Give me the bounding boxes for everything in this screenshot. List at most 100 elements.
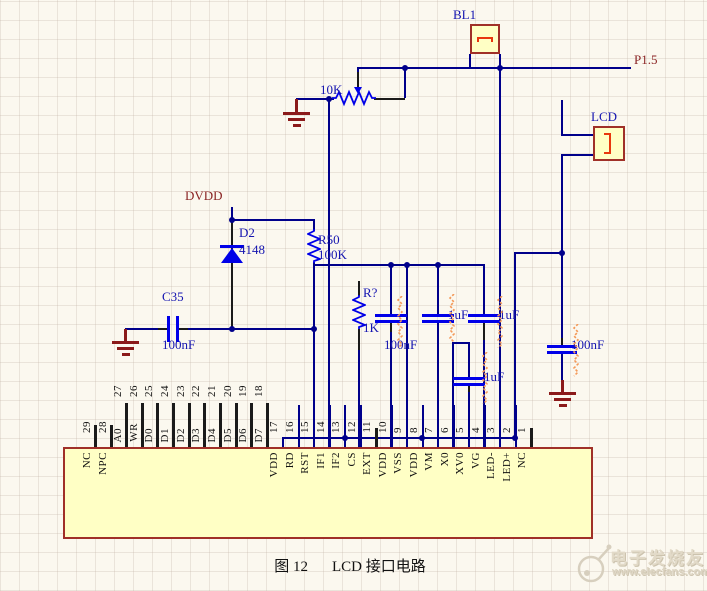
- potentiometer-10k[interactable]: [332, 88, 376, 108]
- wire-bias-bus: [314, 264, 485, 266]
- pin-stub-22[interactable]: [203, 403, 206, 447]
- rq-value-label: 1K: [363, 320, 379, 335]
- pin-name-VDD: VDD: [268, 452, 280, 478]
- watermark-site-url[interactable]: www.elecfans.com: [612, 566, 707, 578]
- cap-vm-1uf[interactable]: [422, 314, 454, 317]
- cap-rst-100nf[interactable]: [375, 314, 407, 317]
- pin-stub-28[interactable]: [110, 425, 113, 447]
- resistor-r50[interactable]: [307, 229, 321, 263]
- wire-ledplus-riser: [514, 252, 516, 438]
- pin-number-10: 10: [377, 421, 389, 433]
- lcd-symbol-bar: [609, 133, 611, 154]
- pin-stub-3[interactable]: [499, 405, 501, 447]
- wire-vg-riser-a: [483, 264, 485, 315]
- r50-value-label: 100K: [318, 247, 347, 262]
- junction-dot: [402, 65, 408, 71]
- wire-x0-riser: [452, 342, 454, 447]
- pin-name-CS: CS: [346, 452, 358, 467]
- pin-stub-1[interactable]: [530, 428, 533, 447]
- lcd-label: LCD: [591, 109, 617, 124]
- elecfans-logo-icon: [577, 544, 612, 583]
- wire-vdd-bus: [283, 437, 516, 439]
- wire-if1-riser: [328, 98, 330, 447]
- r50-ref-label: R50: [318, 232, 340, 247]
- pin-stub-14[interactable]: [329, 405, 331, 447]
- junction-dot: [497, 65, 503, 71]
- pin-number-27: 27: [112, 385, 124, 397]
- pin-number-2: 2: [501, 427, 513, 433]
- cap-xv0-1uf[interactable]: [453, 377, 485, 380]
- pin-stub-12[interactable]: [360, 405, 362, 447]
- bl1-symbol-tick-left: [477, 39, 479, 42]
- pin-name-D1: D1: [159, 427, 171, 442]
- wire-lcd-pin-bottom: [562, 154, 593, 156]
- pin-stub-7[interactable]: [437, 405, 439, 447]
- pin-stub-25[interactable]: [156, 403, 159, 447]
- pin-stub-29[interactable]: [94, 425, 97, 447]
- pin-number-3: 3: [485, 427, 497, 433]
- ground-pot-bar1: [283, 112, 310, 115]
- pin-number-16: 16: [284, 421, 296, 433]
- lcd-controller-ic-box[interactable]: [63, 447, 593, 539]
- pin-number-9: 9: [392, 427, 404, 433]
- wire-vdd10-riser-b: [390, 321, 392, 447]
- pin-stub-17[interactable]: [282, 437, 284, 447]
- pin-stub-4[interactable]: [484, 405, 486, 447]
- pin-stub-16[interactable]: [298, 405, 300, 447]
- watermark[interactable]: 电子发烧友 www.elecfans.com: [576, 538, 707, 591]
- pin-stub-8[interactable]: [422, 405, 424, 447]
- wire-vm-riser-b: [437, 321, 439, 447]
- pin-stub-24[interactable]: [172, 403, 175, 447]
- wire-dvdd-link: [232, 219, 315, 221]
- bl1-component[interactable]: [470, 24, 500, 54]
- pin-stub-15[interactable]: [313, 405, 315, 447]
- squiggle-marker: [448, 294, 456, 343]
- pin-number-6: 6: [439, 427, 451, 433]
- cap-led-100nf[interactable]: [547, 345, 577, 348]
- c35-capacitor[interactable]: [167, 316, 170, 342]
- pin-stub-26[interactable]: [141, 403, 144, 447]
- cap-vg-1uf[interactable]: [468, 314, 500, 317]
- pin-name-XV0: XV0: [454, 452, 466, 475]
- pin-stub-19[interactable]: [250, 403, 253, 447]
- d2-ref-label: D2: [239, 225, 255, 240]
- lead-wiper-stem: [357, 72, 359, 89]
- lead-pot-right: [374, 98, 405, 100]
- squiggle-marker: [481, 352, 489, 404]
- c35-ref-label: C35: [162, 289, 184, 304]
- wire-lcd-down-b: [561, 352, 563, 382]
- pin-number-4: 4: [470, 427, 482, 433]
- lcd-symbol-tick-top: [604, 133, 609, 135]
- pin-stub-5[interactable]: [468, 405, 470, 447]
- junction-dot: [326, 96, 332, 102]
- junction-dot: [388, 262, 394, 268]
- diode-d2[interactable]: [220, 244, 244, 266]
- resistor-rq[interactable]: [352, 295, 366, 329]
- ground-pot-bar3: [293, 124, 301, 127]
- pin-name-LED+: LED+: [501, 452, 513, 482]
- cap-vg-value: 1uF: [499, 307, 520, 322]
- pin-stub-2[interactable]: [515, 405, 517, 447]
- pin-stub-27[interactable]: [125, 403, 128, 447]
- pin-stub-23[interactable]: [188, 403, 191, 447]
- lead-c5-top: [561, 338, 563, 346]
- ground-pot-stem: [295, 99, 298, 112]
- pin-number-13: 13: [330, 421, 342, 433]
- pin-stub-6[interactable]: [453, 405, 455, 447]
- junction-dot: [435, 262, 441, 268]
- pin-stub-10[interactable]: [391, 405, 393, 447]
- pin-stub-9[interactable]: [406, 405, 408, 447]
- pin-stub-11[interactable]: [375, 428, 378, 447]
- ground-led-bar1: [549, 392, 576, 395]
- pin-number-29: 29: [81, 421, 93, 433]
- pin-number-14: 14: [315, 421, 327, 433]
- pin-number-1: 1: [516, 427, 528, 433]
- pin-number-22: 22: [190, 385, 202, 397]
- pin-stub-18[interactable]: [266, 403, 269, 447]
- pin-stub-21[interactable]: [219, 403, 222, 447]
- pin-stub-20[interactable]: [235, 403, 238, 447]
- lead-c35-left: [158, 328, 167, 330]
- pin-name-IF1: IF1: [315, 452, 327, 469]
- pin-stub-13[interactable]: [344, 405, 346, 447]
